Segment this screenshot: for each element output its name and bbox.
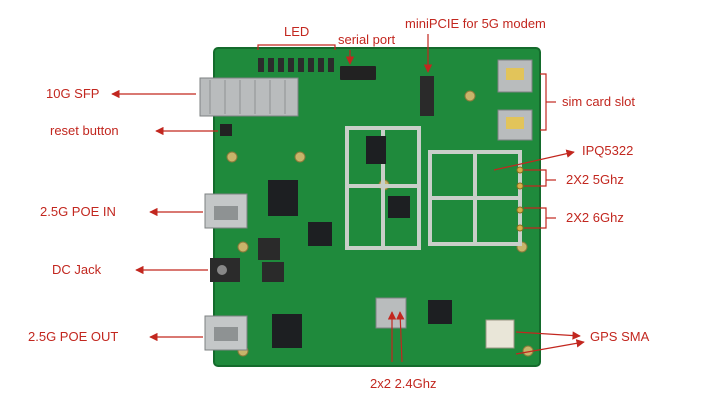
sfp-cage	[199, 77, 299, 117]
label-dc-jack: DC Jack	[52, 262, 102, 277]
rf-connectors	[516, 166, 524, 232]
serial-port-header	[340, 66, 376, 80]
label-poe-in: 2.5G POE IN	[40, 204, 116, 219]
label-minipcie: miniPCIE for 5G modem	[405, 16, 546, 31]
label-5ghz: 2X2 5Ghz	[566, 172, 624, 187]
reset-button-component	[220, 124, 232, 136]
label-10g-sfp: 10G SFP	[46, 86, 100, 101]
label-sim-card-slot: sim card slot	[562, 94, 635, 109]
label-serial-port: serial port	[338, 32, 396, 47]
poe-out-magnetics	[272, 314, 302, 348]
label-2-4ghz: 2x2 2.4Ghz	[370, 376, 437, 391]
pcb-board	[214, 48, 540, 366]
minipcie-slot	[420, 76, 434, 116]
label-reset-button: reset button	[50, 123, 119, 138]
soc-chip	[366, 136, 386, 164]
label-6ghz: 2X2 6Ghz	[566, 210, 624, 225]
led-row	[258, 58, 334, 72]
label-gps-sma: GPS SMA	[590, 329, 650, 344]
annotation-arrows	[111, 34, 585, 363]
label-poe-out: 2.5G POE OUT	[28, 329, 119, 344]
label-ipq5322: IPQ5322	[582, 143, 634, 158]
poe-in-magnetics	[268, 180, 298, 216]
rf-shield-frame	[428, 150, 522, 246]
gps-module	[485, 319, 515, 349]
label-led: LED	[284, 24, 310, 39]
